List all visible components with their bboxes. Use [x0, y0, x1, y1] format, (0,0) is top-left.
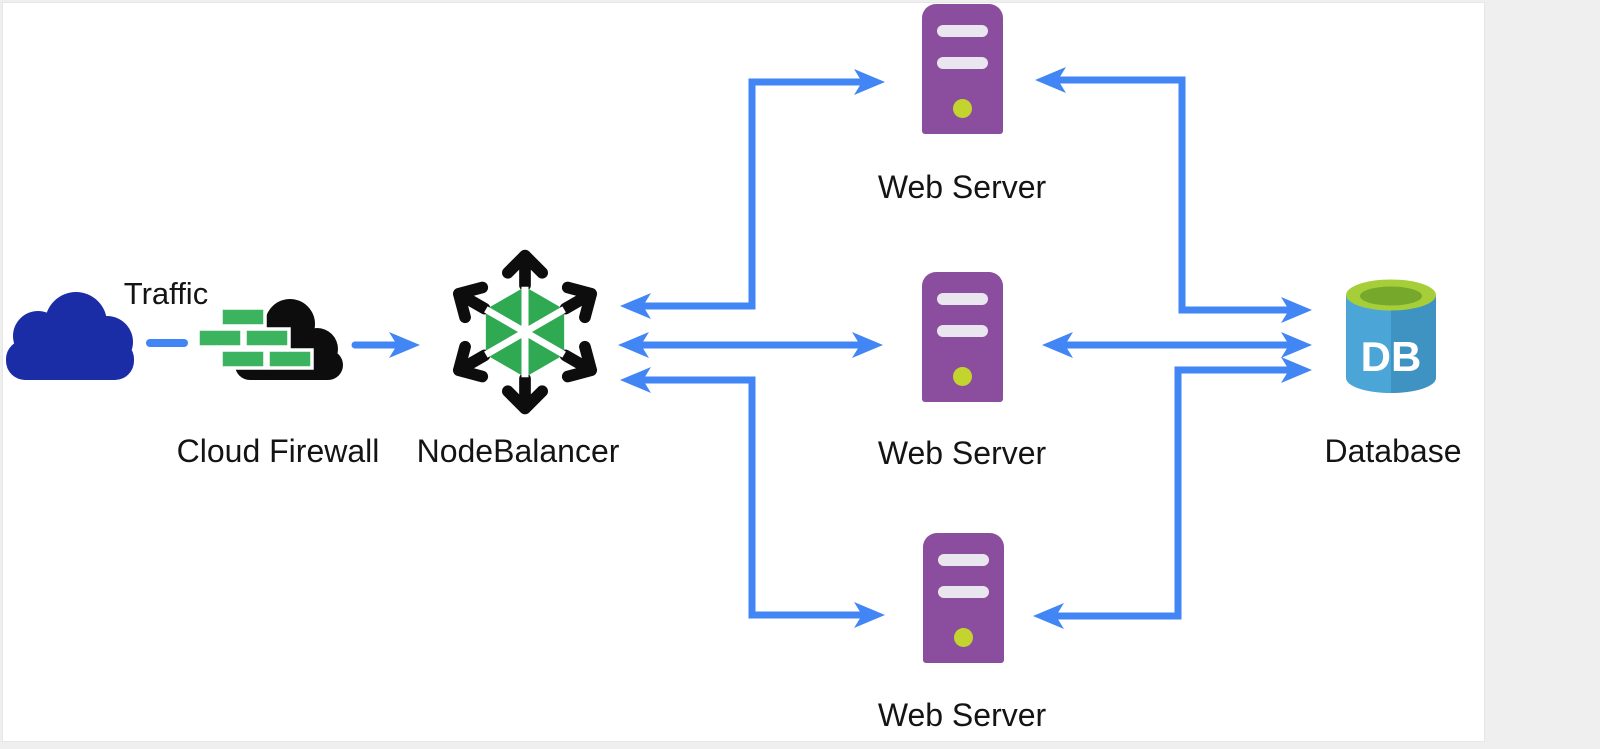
server-led [954, 628, 973, 647]
connector-nodebalancer-webserver-2 [618, 332, 883, 358]
server-slot [937, 293, 988, 305]
web-server-icon-3 [923, 533, 1004, 663]
traffic-cloud-icon [6, 292, 134, 380]
firewall-cloud-icon [197, 299, 343, 380]
server-slot [937, 325, 988, 337]
connector-nodebalancer-webserver-1 [620, 69, 885, 319]
server-slot [938, 554, 989, 566]
traffic-label: Traffic [123, 276, 209, 311]
server-led [953, 367, 972, 386]
web-server-icon-1 [922, 4, 1003, 134]
nodebalancer-hexagon-icon [447, 249, 603, 421]
connector-nodebalancer-webserver-3 [620, 367, 885, 628]
connector-webserver-2-database [1042, 332, 1312, 358]
server-slot [937, 25, 988, 37]
nodebalancer-label: NodeBalancer [416, 433, 620, 469]
connector-firewall-nodebalancer [351, 332, 420, 358]
server-led [953, 99, 972, 118]
connector-webserver-3-database [1033, 357, 1312, 629]
web-server-2-label: Web Server [877, 435, 1047, 471]
web-server-1-label: Web Server [877, 169, 1047, 205]
database-badge: DB [1361, 333, 1422, 380]
web-server-3-label: Web Server [877, 697, 1047, 733]
connector-webserver-1-database [1035, 67, 1312, 323]
database-cylinder-icon: DB [1346, 279, 1436, 393]
database-label: Database [1324, 433, 1462, 469]
web-server-icon-2 [922, 272, 1003, 402]
firewall-label: Cloud Firewall [176, 433, 380, 469]
server-slot [938, 586, 989, 598]
server-slot [937, 57, 988, 69]
